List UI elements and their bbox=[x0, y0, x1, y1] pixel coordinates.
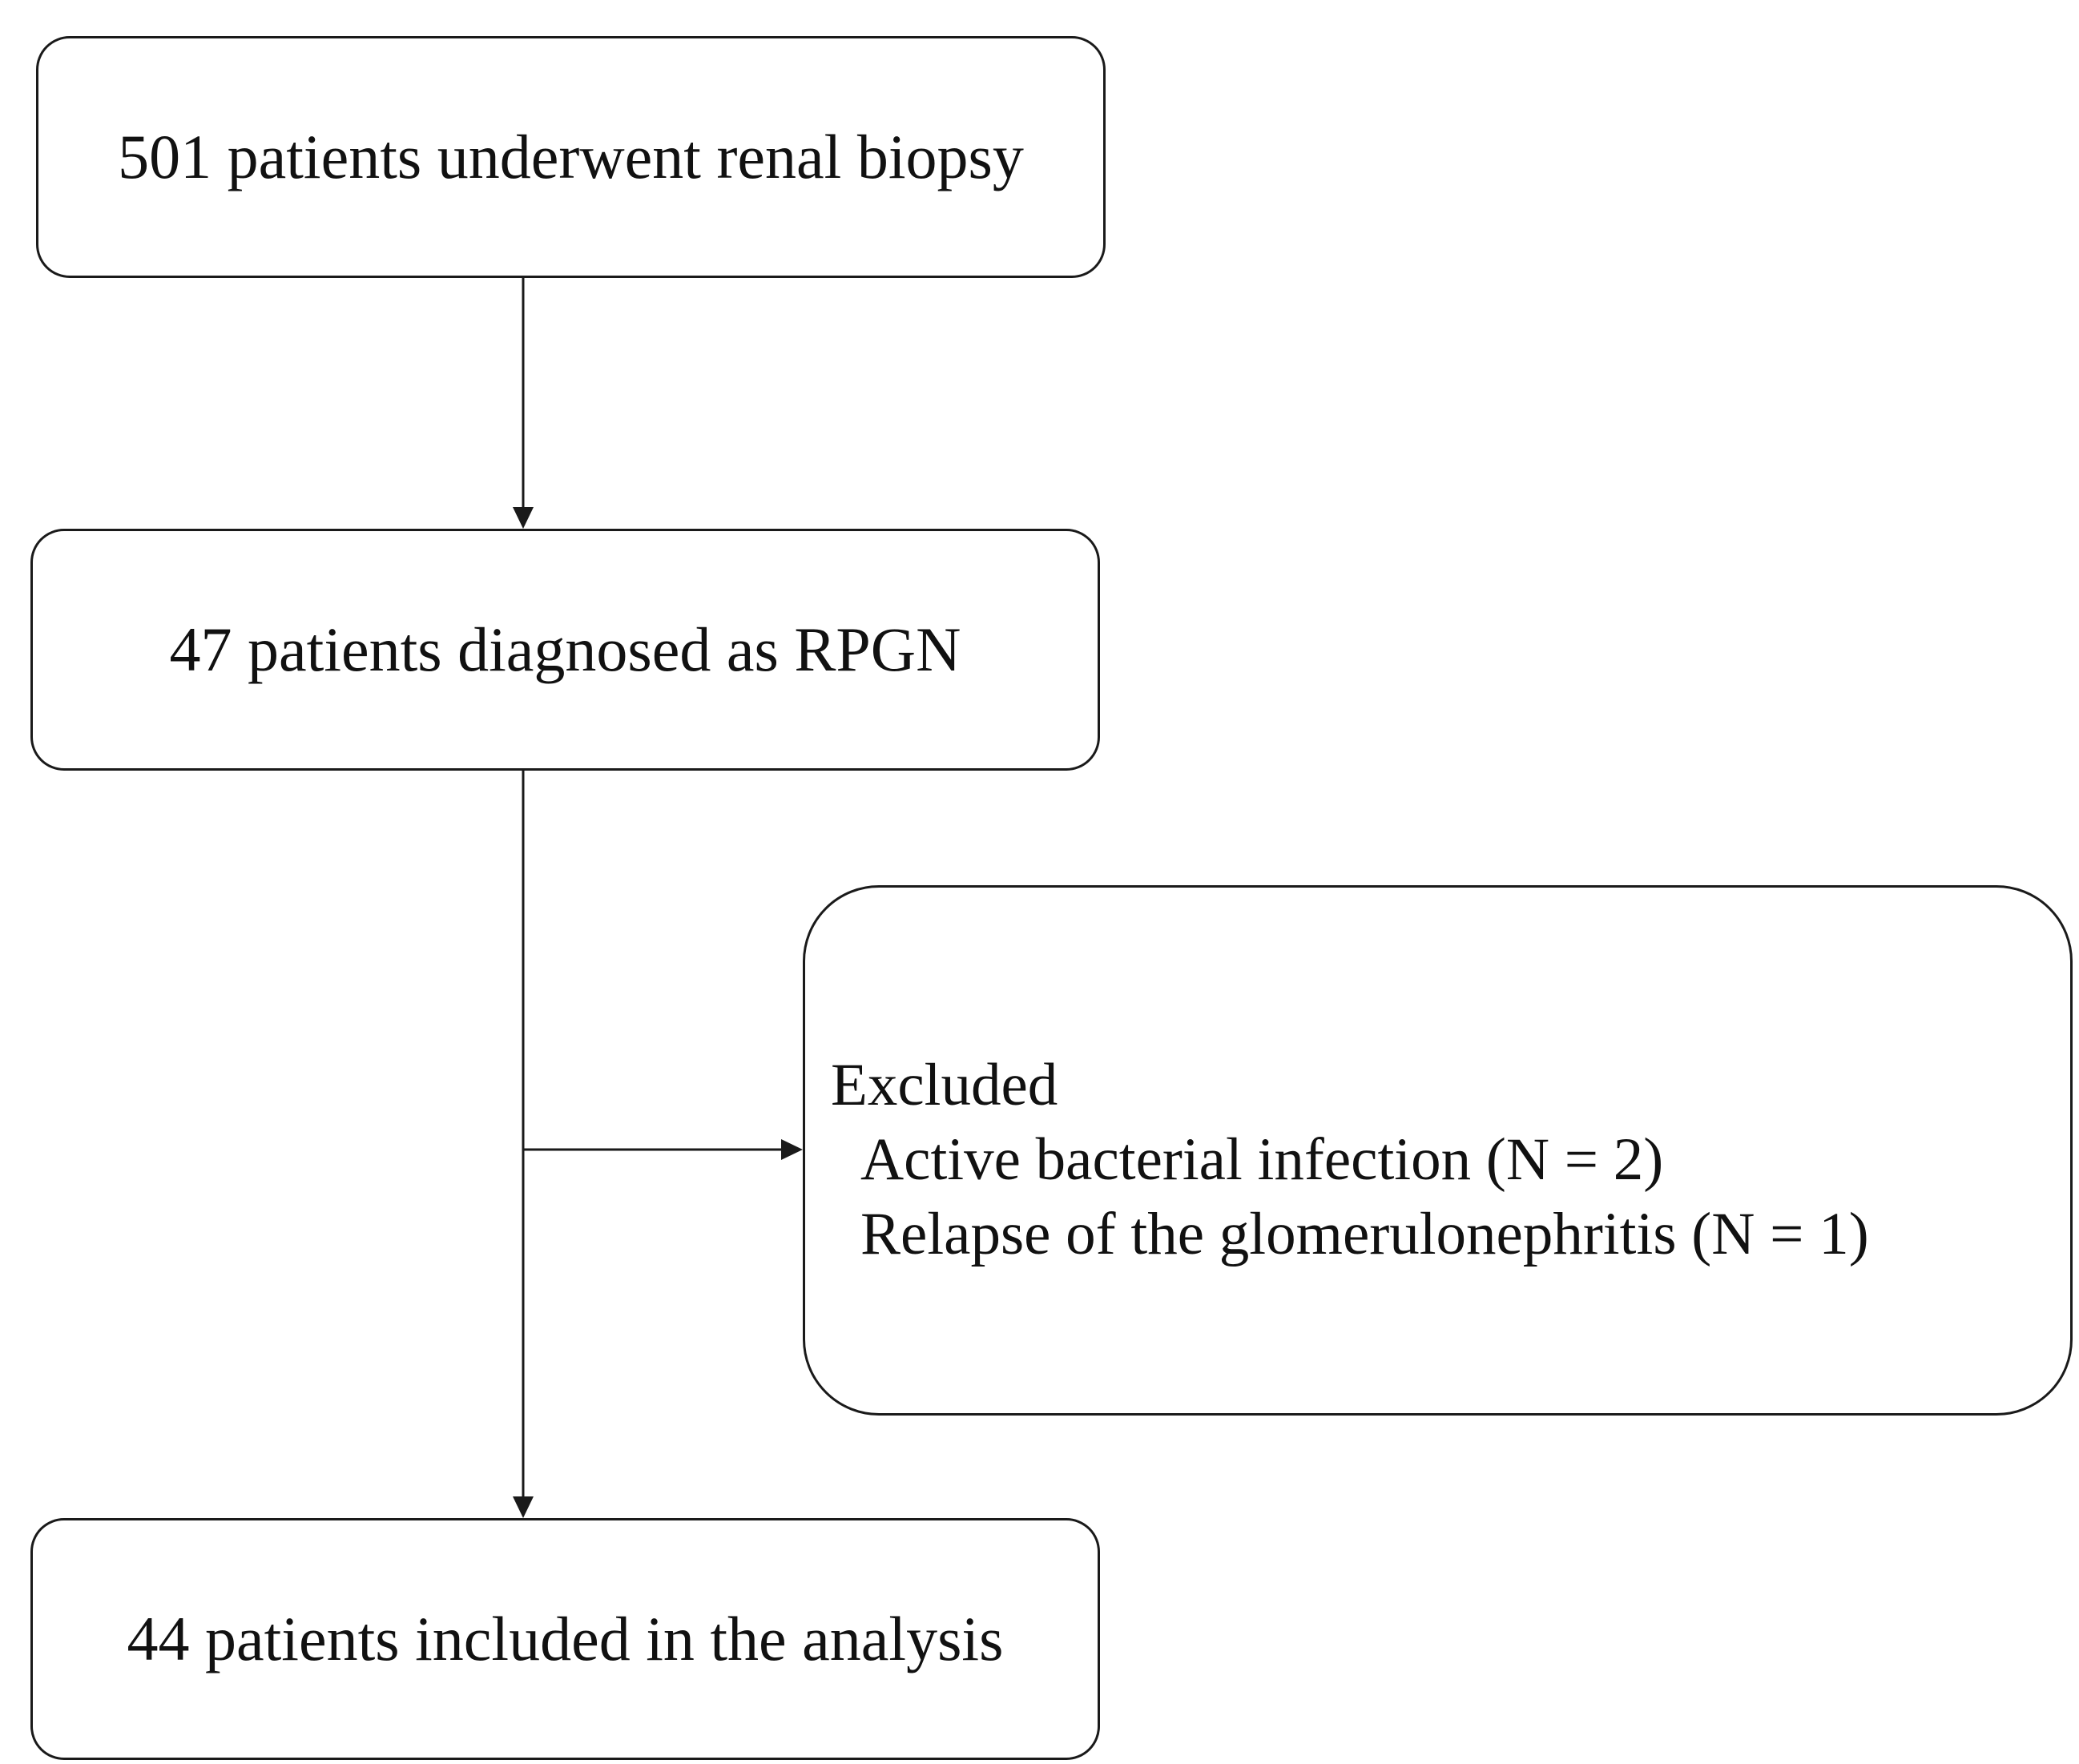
excluded-heading: Excluded bbox=[831, 1052, 1058, 1118]
rpgn-box: 47 patients diagnosed as RPGN bbox=[30, 529, 1100, 771]
biopsy-box: 501 patients underwent renal biopsy bbox=[36, 36, 1106, 278]
arrowhead-rpgn bbox=[513, 507, 534, 529]
included-box: 44 patients included in the analysis bbox=[30, 1518, 1100, 1760]
excluded-item-infection: Active bacterial infection (N = 2) bbox=[860, 1126, 1664, 1193]
arrowhead-included bbox=[513, 1496, 534, 1518]
arrowhead-excluded bbox=[781, 1139, 803, 1160]
excluded-content: Excluded Active bacterial infection (N =… bbox=[831, 1048, 1869, 1271]
biopsy-label: 501 patients underwent renal biopsy bbox=[118, 122, 1024, 191]
excluded-box: Excluded Active bacterial infection (N =… bbox=[803, 885, 2073, 1416]
excluded-item-relapse: Relapse of the glomerulonephritis (N = 1… bbox=[860, 1201, 1869, 1267]
included-label: 44 patients included in the analysis bbox=[127, 1604, 1004, 1673]
rpgn-label: 47 patients diagnosed as RPGN bbox=[169, 614, 961, 684]
